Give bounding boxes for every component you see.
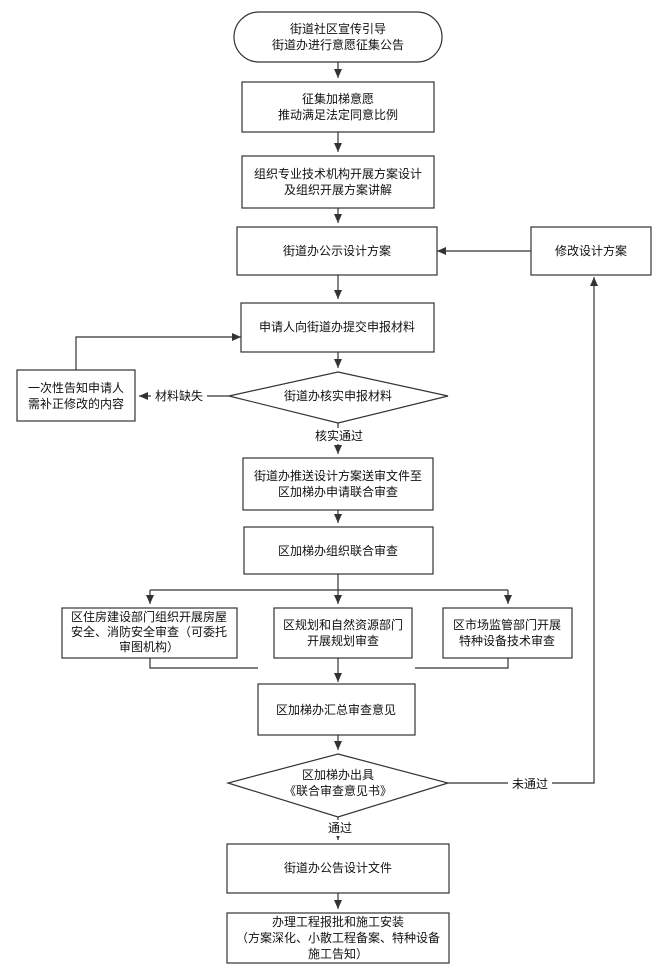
node-collect-line-1: 征集加梯意愿 bbox=[302, 91, 374, 106]
node-joint-review: 区加梯办组织联合审查 bbox=[243, 526, 434, 575]
node-notify-line-2: 需补正修改的内容 bbox=[28, 396, 124, 411]
node-apply: 申请人向街道办提交申报材料 bbox=[240, 302, 435, 353]
node-apply-line-1: 申请人向街道办提交申报材料 bbox=[259, 319, 415, 334]
node-housing-line-2: 安全、消防安全审查（可委托 bbox=[71, 624, 227, 639]
node-start-line-1: 街道社区宣传引导 bbox=[290, 21, 386, 36]
node-publicize-line-1: 街道办公示设计方案 bbox=[283, 243, 391, 258]
node-housing-line-1: 区住房建设部门组织开展房屋 bbox=[71, 609, 227, 624]
node-planning-line-1: 区规划和自然资源部门 bbox=[283, 617, 403, 632]
node-organize-line-2: 及组织开展方案讲解 bbox=[284, 182, 392, 197]
node-construct-line-2: （方案深化、小散工程备案、特种设备 bbox=[236, 930, 440, 945]
decision-verify-line-1: 街道办核实申报材料 bbox=[284, 388, 392, 403]
node-housing: 区住房建设部门组织开展房屋 安全、消防安全审查（可委托 审图机构） bbox=[61, 607, 238, 659]
node-market: 区市场监管部门开展 特种设备技术审查 bbox=[442, 607, 573, 659]
arrow-notify-to-apply bbox=[75, 333, 241, 370]
node-start-line-2: 街道办进行意愿征集公告 bbox=[272, 37, 404, 52]
node-collect-line-2: 推动满足法定同意比例 bbox=[278, 107, 398, 122]
node-submit: 街道办推送设计方案送审文件至 区加梯办申请联合审查 bbox=[242, 457, 434, 511]
edge-label-passed: 通过 bbox=[328, 821, 352, 835]
node-organize: 组织专业技术机构开展方案设计 及组织开展方案讲解 bbox=[241, 155, 435, 209]
node-collect: 征集加梯意愿 推动满足法定同意比例 bbox=[241, 81, 435, 133]
node-submit-line-2: 区加梯办申请联合审查 bbox=[278, 484, 398, 499]
arrow-issue-to-modify bbox=[448, 277, 598, 784]
node-notify: 一次性告知申请人 需补正修改的内容 bbox=[16, 369, 136, 422]
node-submit-line-1: 街道办推送设计方案送审文件至 bbox=[254, 468, 422, 483]
node-modify: 修改设计方案 bbox=[530, 226, 652, 276]
node-announce: 街道办公告设计文件 bbox=[226, 843, 450, 894]
edge-label-verified: 核实通过 bbox=[315, 428, 363, 443]
node-joint-review-line-1: 区加梯办组织联合审查 bbox=[278, 543, 398, 558]
node-planning: 区规划和自然资源部门 开展规划审查 bbox=[273, 607, 413, 659]
edge-label-missing: 材料缺失 bbox=[155, 388, 203, 403]
node-construct-line-1: 办理工程报批和施工安装 bbox=[272, 914, 404, 929]
node-market-line-2: 特种设备技术审查 bbox=[459, 633, 555, 648]
line-market-to-summary bbox=[415, 658, 509, 669]
decision-issue-line-1: 区加梯办出具 bbox=[302, 767, 374, 782]
node-planning-line-2: 开展规划审查 bbox=[307, 633, 379, 648]
line-housing-to-summary bbox=[149, 658, 258, 669]
node-announce-line-1: 街道办公告设计文件 bbox=[284, 860, 392, 875]
node-summary: 区加梯办汇总审查意见 bbox=[257, 683, 416, 736]
node-publicize: 街道办公示设计方案 bbox=[236, 226, 438, 276]
edge-labels: 材料缺失 核实通过 通过 未通过 bbox=[151, 388, 552, 836]
decision-verify: 街道办核实申报材料 bbox=[228, 371, 449, 424]
node-organize-line-1: 组织专业技术机构开展方案设计 bbox=[254, 166, 422, 181]
node-construct: 办理工程报批和施工安装 （方案深化、小散工程备案、特种设备 施工告知） bbox=[226, 912, 450, 964]
node-construct-line-3: 施工告知） bbox=[308, 947, 368, 961]
node-notify-line-1: 一次性告知申请人 bbox=[28, 381, 124, 395]
decision-issue: 区加梯办出具 《联合审查意见书》 bbox=[225, 753, 451, 818]
node-start: 街道社区宣传引导 街道办进行意愿征集公告 bbox=[233, 11, 443, 63]
decision-issue-line-2: 《联合审查意见书》 bbox=[284, 783, 392, 798]
edge-label-not-passed: 未通过 bbox=[512, 777, 548, 791]
node-market-line-1: 区市场监管部门开展 bbox=[453, 617, 561, 632]
node-modify-line-1: 修改设计方案 bbox=[555, 243, 627, 258]
node-summary-line-1: 区加梯办汇总审查意见 bbox=[276, 702, 396, 717]
node-housing-line-3: 审图机构） bbox=[119, 639, 179, 654]
